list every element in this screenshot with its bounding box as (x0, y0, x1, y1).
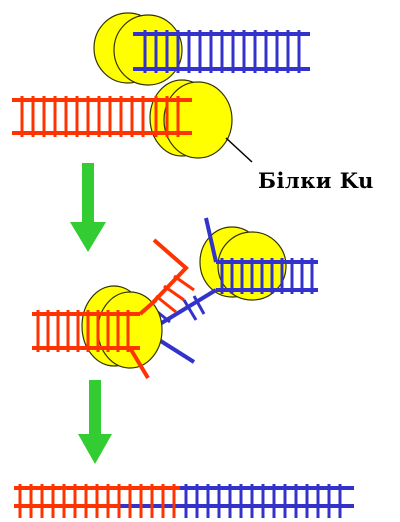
dna-base-pairs-red-lower (20, 96, 145, 137)
base-pair-rung (192, 295, 206, 315)
stage-1-broken-ends: Білки Ku (12, 12, 374, 193)
arrow-down-1 (70, 163, 106, 252)
base-pair-rung (155, 294, 177, 314)
base-pair-rung (173, 274, 195, 292)
ku-protein-lower (149, 79, 233, 159)
stage-2-synapsis (32, 217, 318, 380)
base-pair-rung (163, 284, 185, 302)
arrow-down-2 (78, 380, 112, 464)
dna-base-pairs-annealed (149, 274, 206, 324)
dna-base-pairs-blue-right (220, 258, 314, 294)
dna-base-pairs-red-left (36, 310, 130, 352)
label-leader-line (225, 137, 253, 163)
dna-base-pairs-red-overlap (154, 96, 180, 137)
ku-protein-left (81, 285, 163, 369)
base-pair-rung (182, 299, 198, 321)
stage-3-joined-dna (14, 484, 354, 518)
dna-base-pairs-joined (18, 484, 342, 518)
dna-base-pairs-blue-upper (143, 30, 301, 73)
ku-protein-label: Білки Ku (258, 168, 374, 193)
ku-protein-upper (93, 12, 183, 86)
dna-red-left-duplex (32, 298, 158, 380)
